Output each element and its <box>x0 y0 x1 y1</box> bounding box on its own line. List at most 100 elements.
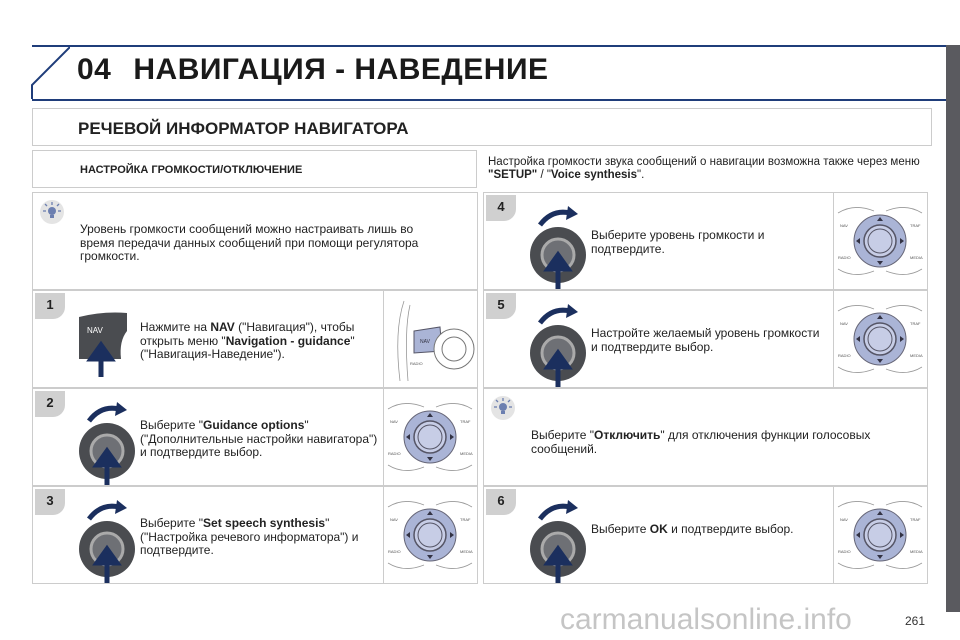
page-tab <box>946 45 960 612</box>
step-illustration: NAV RADIO <box>383 291 477 387</box>
text-segment: Настройте желаемый уровень громкости и п… <box>591 326 820 354</box>
text-segment: ("Навигация"), чтобы открыть меню " <box>140 320 355 348</box>
control-panel-illustration: NAV TRAF RADIO MEDIA <box>387 501 473 569</box>
step-text: Выберите "Set speech synthesis" ("Настро… <box>140 516 380 558</box>
chapter-number: 04 <box>77 53 112 86</box>
info-text: Уровень громкости сообщений можно настра… <box>80 222 450 264</box>
rotary-knob-icon <box>79 500 135 583</box>
step-number: 3 <box>35 489 65 515</box>
setup-note: Настройка громкости звука сообщений о на… <box>488 156 928 182</box>
bold-term: Voice synthesis <box>550 169 637 181</box>
text-segment: Уровень громкости сообщений можно настра… <box>80 222 419 263</box>
step-number: 1 <box>35 293 65 319</box>
svg-text:RADIO: RADIO <box>388 549 401 554</box>
step-text: Нажмите на NAV ("Навигация"), чтобы откр… <box>140 320 380 362</box>
rotary-knob-icon <box>79 402 135 485</box>
svg-text:NAV: NAV <box>87 326 104 335</box>
info-bulb-icon <box>491 396 515 420</box>
text-segment: " ("Настройка речевого информатора") и п… <box>140 516 359 557</box>
step-illustration: NAV TRAF RADIO MEDIA <box>833 193 927 289</box>
header-corner <box>31 46 70 99</box>
bold-term: Set speech synthesis <box>203 516 326 530</box>
chapter-name: НАВИГАЦИЯ - НАВЕДЕНИЕ <box>133 53 549 86</box>
chapter-title: 04 НАВИГАЦИЯ - НАВЕДЕНИЕ <box>77 53 549 87</box>
text-segment: " ("Навигация-Наведение"). <box>140 333 355 361</box>
step-text: Настройте желаемый уровень громкости и п… <box>591 326 821 354</box>
text-segment: Нажмите на <box>140 320 211 334</box>
svg-text:MEDIA: MEDIA <box>460 451 473 456</box>
bold-term: Navigation - guidance <box>225 333 351 348</box>
svg-text:RADIO: RADIO <box>388 451 401 456</box>
text-segment: Выберите " <box>140 516 204 530</box>
text-segment: " ("Дополнительные настройки навигатора"… <box>140 418 378 459</box>
step-illustration: NAV TRAF RADIO MEDIA <box>383 389 477 485</box>
step-number: 2 <box>35 391 65 417</box>
text-segment: Выберите уровень громкости и подтвердите… <box>591 228 765 256</box>
rotary-knob-icon <box>530 500 586 583</box>
svg-text:MEDIA: MEDIA <box>910 549 923 554</box>
bold-term: NAV <box>210 320 235 334</box>
step-number: 4 <box>486 195 516 221</box>
svg-text:NAV: NAV <box>390 517 398 522</box>
svg-text:RADIO: RADIO <box>838 549 851 554</box>
svg-text:RADIO: RADIO <box>410 361 423 366</box>
step-number: 6 <box>486 489 516 515</box>
bold-term: Отключить <box>594 428 661 442</box>
info-panel-volume: Уровень громкости сообщений можно настра… <box>32 192 478 290</box>
text-segment: Выберите " <box>531 428 595 442</box>
section-title: РЕЧЕВОЙ ИНФОРМАТОР НАВИГАТОРА <box>78 119 409 138</box>
control-panel-illustration: NAV TRAF RADIO MEDIA <box>387 403 473 471</box>
subsection-header: НАСТРОЙКА ГРОМКОСТИ/ОТКЛЮЧЕНИЕ <box>32 150 477 188</box>
svg-text:NAV: NAV <box>420 339 431 345</box>
svg-text:RADIO: RADIO <box>838 353 851 358</box>
rotary-knob-icon <box>530 206 586 289</box>
svg-text:TRAF: TRAF <box>910 517 921 522</box>
text-segment: ". <box>637 169 645 181</box>
step-illustration: NAV TRAF RADIO MEDIA <box>383 487 477 583</box>
watermark: carmanualsonline.info <box>560 603 852 636</box>
control-panel-illustration: NAV TRAF RADIO MEDIA <box>837 207 923 275</box>
bold-term: OK <box>649 522 668 536</box>
info-panel-disable: Выберите "Отключить" для отключения функ… <box>483 388 928 486</box>
text-segment: " для отключения функции голосовых сообщ… <box>531 428 871 456</box>
page-number: 261 <box>905 614 926 628</box>
rotary-knob-icon <box>530 304 586 387</box>
svg-text:TRAF: TRAF <box>910 223 921 228</box>
step-number: 5 <box>486 293 516 319</box>
nav-button-icon: NAV <box>79 312 127 377</box>
svg-text:MEDIA: MEDIA <box>910 255 923 260</box>
svg-text:MEDIA: MEDIA <box>460 549 473 554</box>
bold-term: "SETUP" <box>488 169 538 181</box>
info-bulb-icon <box>40 200 64 224</box>
svg-text:NAV: NAV <box>390 419 398 424</box>
step-text: Выберите уровень громкости и подтвердите… <box>591 228 821 256</box>
svg-text:TRAF: TRAF <box>910 321 921 326</box>
section-header: РЕЧЕВОЙ ИНФОРМАТОР НАВИГАТОРА <box>32 108 932 146</box>
subsection-title: НАСТРОЙКА ГРОМКОСТИ/ОТКЛЮЧЕНИЕ <box>80 164 303 176</box>
nav-console-illustration: NAV RADIO <box>397 300 475 382</box>
text-segment: Выберите <box>591 522 650 536</box>
svg-text:TRAF: TRAF <box>460 419 471 424</box>
svg-text:MEDIA: MEDIA <box>910 353 923 358</box>
text-segment: Выберите " <box>140 418 204 432</box>
svg-text:TRAF: TRAF <box>460 517 471 522</box>
info-text: Выберите "Отключить" для отключения функ… <box>531 428 891 456</box>
text-segment: / " <box>537 169 551 181</box>
chapter-header: 04 НАВИГАЦИЯ - НАВЕДЕНИЕ <box>31 45 955 101</box>
svg-text:RADIO: RADIO <box>838 255 851 260</box>
text-segment: Настройка громкости звука сообщений о на… <box>488 156 920 168</box>
bold-term: Guidance options <box>203 418 305 432</box>
step-text: Выберите "Guidance options" ("Дополнител… <box>140 418 380 460</box>
text-segment: и подтвердите выбор. <box>667 522 794 536</box>
svg-text:NAV: NAV <box>840 223 848 228</box>
step-text: Выберите OK и подтвердите выбор. <box>591 522 821 537</box>
